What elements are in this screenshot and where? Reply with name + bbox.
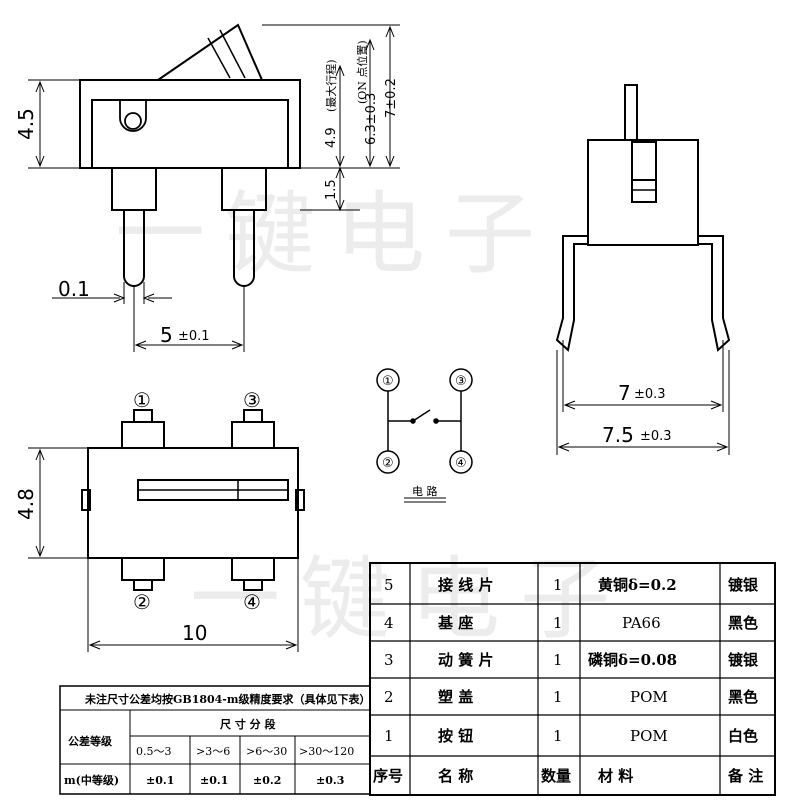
circuit-label-4: ④ bbox=[455, 456, 467, 471]
top-pin-1: ① bbox=[133, 388, 151, 412]
tolerance-value-1: ±0.1 bbox=[146, 774, 174, 787]
dim-on-position: 6.3±0.3 bbox=[364, 93, 379, 145]
tolerance-value-4: ±0.3 bbox=[316, 774, 344, 787]
circuit bbox=[376, 368, 473, 503]
note-on-position: (ON 点位置) bbox=[355, 40, 369, 104]
bom-cell-name: 按 钮 bbox=[438, 727, 473, 745]
bom-cell-note: 黑色 bbox=[728, 614, 758, 632]
bom-header-material: 材 料 bbox=[598, 767, 633, 785]
tolerance-span-header: 尺 寸 分 段 bbox=[220, 717, 276, 731]
bom-cell-material: POM bbox=[630, 727, 668, 745]
tolerance-range-3: >6～30 bbox=[246, 745, 287, 758]
terminal-right bbox=[221, 167, 267, 211]
dim-width-inner-tol: ±0.3 bbox=[634, 387, 666, 402]
bom-cell-qty: 1 bbox=[553, 576, 563, 594]
bom-cell-name: 基 座 bbox=[437, 614, 473, 632]
bom-row: 4 基 座 1 PA66 黑色 bbox=[384, 614, 758, 632]
bom-cell-qty: 1 bbox=[553, 651, 563, 669]
bom-cell-note: 镀银 bbox=[728, 576, 759, 594]
body bbox=[587, 139, 699, 246]
bom-header-no: 序号 bbox=[373, 767, 403, 785]
top-view bbox=[81, 409, 305, 591]
front-view bbox=[555, 84, 731, 352]
bom-row: 3 动 簧 片 1 磷铜δ=0.08 镀银 bbox=[384, 651, 759, 669]
top-pin-3: ③ bbox=[243, 388, 261, 412]
bom-header-row: 序号 名 称 数量 材 料 备 注 bbox=[373, 767, 763, 785]
dim-total-height: 7±0.2 bbox=[384, 78, 399, 118]
tolerance-value-3: ±0.2 bbox=[253, 774, 281, 787]
leg-left bbox=[555, 235, 588, 352]
bom-row: 1 按 钮 1 POM 白色 bbox=[384, 727, 758, 745]
bom-cell-name: 动 簧 片 bbox=[438, 651, 493, 669]
dim-width-outer: 7.5 bbox=[602, 423, 634, 447]
bom-header-name: 名 称 bbox=[438, 767, 473, 785]
bom-cell-name: 接 线 片 bbox=[438, 576, 493, 594]
bom-cell-qty: 1 bbox=[553, 688, 563, 706]
dim-travel: 4.9 bbox=[324, 127, 339, 148]
housing bbox=[79, 79, 301, 169]
watermark-top: 一键电子 bbox=[115, 182, 555, 287]
top-body bbox=[87, 447, 299, 559]
bom-row: 5 接 线 片 1 黄铜δ=0.2 镀银 bbox=[384, 576, 759, 594]
top-pin-4: ④ bbox=[243, 590, 261, 614]
lever bbox=[154, 23, 264, 81]
circuit-label-1: ① bbox=[382, 374, 394, 389]
actuator bbox=[624, 84, 638, 141]
bom-cell-name: 塑 盖 bbox=[438, 688, 473, 706]
dim-height-side: 4.5 bbox=[14, 108, 38, 140]
dim-width-top: 10 bbox=[182, 621, 207, 645]
circuit-label-2: ② bbox=[382, 456, 394, 471]
dim-pitch: 5 bbox=[160, 323, 173, 347]
switch-contact bbox=[412, 409, 431, 422]
bom-rows: 5 接 线 片 1 黄铜δ=0.2 镀银 4 基 座 1 PA66 黑色 3 动… bbox=[384, 576, 759, 745]
dim-width-outer-tol: ±0.3 bbox=[640, 429, 672, 444]
terminal-left bbox=[111, 167, 157, 211]
bom-cell-material: 黄铜δ=0.2 bbox=[598, 576, 677, 594]
watermark-bottom: 一键电子 bbox=[190, 547, 630, 652]
bom-header-qty: 数量 bbox=[541, 767, 571, 785]
bom-cell-no: 1 bbox=[384, 727, 394, 745]
note-max-travel: (最大行程) bbox=[324, 59, 338, 112]
bom-cell-note: 黑色 bbox=[728, 688, 758, 706]
bom-row: 2 塑 盖 1 POM 黑色 bbox=[384, 688, 758, 706]
tolerance-range-4: >30～120 bbox=[299, 745, 354, 758]
tolerance-range-2: >3～6 bbox=[196, 745, 230, 758]
dim-height-top: 4.8 bbox=[14, 488, 38, 520]
bom-cell-material: 磷铜δ=0.08 bbox=[588, 651, 677, 669]
bom-cell-material: POM bbox=[630, 688, 668, 706]
bom-cell-no: 3 bbox=[384, 651, 394, 669]
bom-cell-no: 4 bbox=[384, 614, 394, 632]
bom-header-note: 备 注 bbox=[727, 767, 763, 785]
dim-width-inner: 7 bbox=[618, 381, 631, 405]
tolerance-row-label: m(中等级) bbox=[64, 773, 119, 787]
leg-right bbox=[698, 235, 731, 352]
bom-cell-note: 白色 bbox=[728, 727, 758, 745]
bom-table bbox=[369, 562, 776, 796]
bom-cell-material: PA66 bbox=[622, 614, 661, 632]
tolerance-grade-header: 公差等级 bbox=[68, 734, 113, 748]
dim-gap: 0.1 bbox=[58, 277, 90, 301]
bom-cell-qty: 1 bbox=[553, 614, 563, 632]
tolerance-title: 未注尺寸公差均按GB1804-m级精度要求（具体见下表） bbox=[84, 692, 371, 706]
bom-cell-no: 5 bbox=[384, 576, 394, 594]
dim-terminal: 1.5 bbox=[324, 179, 339, 200]
top-pin-2: ② bbox=[133, 590, 151, 614]
bom-cell-no: 2 bbox=[384, 688, 394, 706]
tolerance-value-2: ±0.1 bbox=[200, 774, 228, 787]
circuit-label-3: ③ bbox=[455, 374, 467, 389]
dim-pitch-tol: ±0.1 bbox=[178, 329, 210, 344]
bom-cell-note: 镀银 bbox=[728, 651, 759, 669]
tolerance-range-1: 0.5～3 bbox=[136, 745, 172, 758]
bom-cell-qty: 1 bbox=[553, 727, 563, 745]
circuit-caption: 电 路 bbox=[412, 485, 438, 498]
